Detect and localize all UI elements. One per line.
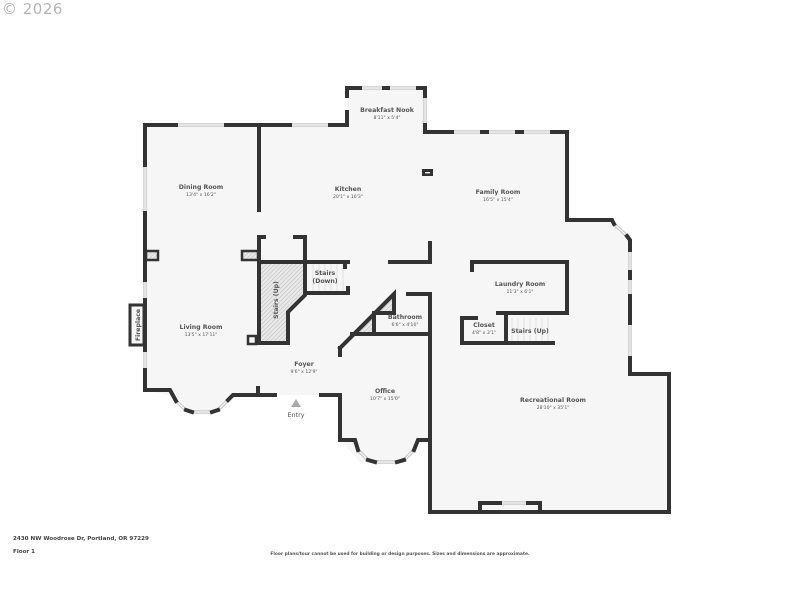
entry-label: Entry <box>287 411 304 419</box>
stairs-up-left-hatch <box>259 262 305 343</box>
svg-text:28'10" x 35'1": 28'10" x 35'1" <box>537 405 570 411</box>
svg-text:Laundry Room: Laundry Room <box>495 281 545 288</box>
room-bathroom: Bathroom 6'6" x 4'10" <box>388 314 422 328</box>
room-breakfast-nook: Breakfast Nook 8'11" x 5'4" <box>360 107 415 121</box>
stairs-up-right-treads <box>511 318 549 343</box>
fireplace-label: Fireplace <box>135 309 142 341</box>
kitchen-vent-slot <box>425 172 430 174</box>
floor-area <box>145 88 669 512</box>
svg-text:Living Room: Living Room <box>180 324 223 331</box>
room-recreational-room: Recreational Room 28'10" x 35'1" <box>520 397 586 411</box>
svg-text:10'7" x 15'0": 10'7" x 15'0" <box>370 396 400 402</box>
room-dining-room: Dining Room 13'4" x 16'2" <box>179 184 224 198</box>
entry-arrow-icon <box>291 399 301 407</box>
walls <box>143 86 671 514</box>
disclaimer: Floor plans/tour cannot be used for buil… <box>270 552 530 557</box>
room-laundry-room: Laundry Room 11'3" x 6'1" <box>495 281 545 295</box>
column-center <box>240 249 260 262</box>
svg-text:Recreational Room: Recreational Room <box>520 397 586 404</box>
svg-text:Bathroom: Bathroom <box>388 314 422 321</box>
stairs-down-treads <box>312 263 344 293</box>
svg-text:Foyer: Foyer <box>294 361 314 368</box>
room-office: Office 10'7" x 15'0" <box>370 388 400 402</box>
copyright-watermark: © 2026 <box>2 0 63 18</box>
svg-text:(Down): (Down) <box>312 278 337 285</box>
property-address: 2430 NW Woodrose Dr, Portland, OR 97229 <box>13 536 149 542</box>
svg-text:16'5" x 15'4": 16'5" x 15'4" <box>483 197 513 203</box>
svg-text:Breakfast Nook: Breakfast Nook <box>360 107 415 114</box>
column-left <box>144 249 160 262</box>
svg-text:Stairs: Stairs <box>315 270 336 277</box>
svg-text:6'6" x 4'10": 6'6" x 4'10" <box>391 322 418 328</box>
svg-text:20'1" x 16'3": 20'1" x 16'3" <box>333 194 363 200</box>
svg-text:Family Room: Family Room <box>476 189 521 196</box>
svg-text:Closet: Closet <box>473 322 495 329</box>
svg-text:8'11" x 5'4": 8'11" x 5'4" <box>373 115 400 121</box>
svg-text:13'5" x 17'11": 13'5" x 17'11" <box>185 332 218 338</box>
svg-text:13'4" x 16'2": 13'4" x 16'2" <box>186 192 216 198</box>
room-closet: Closet 4'8" x 3'1" <box>472 322 496 336</box>
room-stairs-down: Stairs (Down) <box>312 270 337 285</box>
room-family-room: Family Room 16'5" x 15'4" <box>476 189 521 203</box>
svg-text:4'8" x 3'1": 4'8" x 3'1" <box>472 330 496 336</box>
room-stairs-up-left: Stairs (Up) <box>273 281 280 319</box>
floor-label: Floor 1 <box>13 549 36 555</box>
windows <box>143 86 632 505</box>
svg-text:Dining Room: Dining Room <box>179 184 224 191</box>
room-kitchen: Kitchen 20'1" x 16'3" <box>333 186 363 200</box>
svg-text:9'6" x 12'9": 9'6" x 12'9" <box>290 369 317 375</box>
column-stairs <box>246 334 258 346</box>
room-foyer: Foyer 9'6" x 12'9" <box>290 361 317 375</box>
room-living-room: Living Room 13'5" x 17'11" <box>180 324 223 338</box>
room-stairs-up-right: Stairs (Up) <box>511 328 549 335</box>
svg-text:Kitchen: Kitchen <box>335 186 362 193</box>
svg-text:11'3" x 6'1": 11'3" x 6'1" <box>506 289 533 295</box>
svg-text:Office: Office <box>375 388 395 395</box>
fireplace-box <box>128 303 146 347</box>
